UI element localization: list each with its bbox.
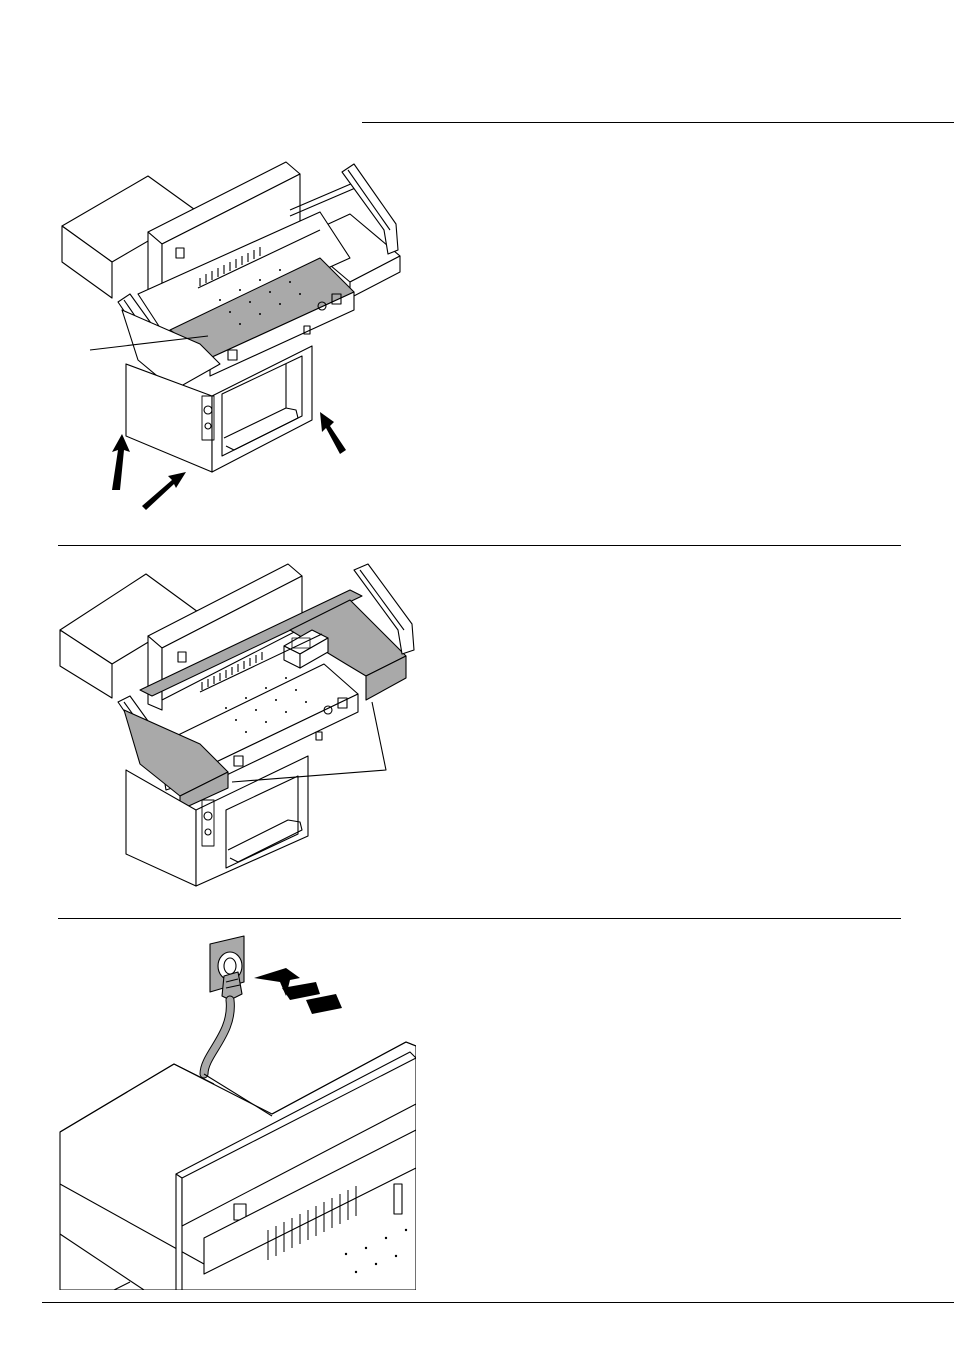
figure-power-plug xyxy=(54,934,416,1290)
figure-cutter-side-tables xyxy=(50,560,430,900)
figure-cutter-front-table xyxy=(50,150,430,520)
arrow-icon xyxy=(142,472,186,510)
top-rule xyxy=(362,122,954,123)
section-divider-1 xyxy=(58,545,901,546)
arrow-icon xyxy=(320,412,346,454)
plug-illustration xyxy=(59,935,416,1290)
cutter-illustration-1 xyxy=(61,161,401,510)
rear-bar-highlight xyxy=(139,589,363,697)
plug-icon xyxy=(217,951,243,1001)
bottom-rule xyxy=(42,1302,954,1303)
arrow-icon xyxy=(112,434,130,490)
arrow-icon xyxy=(254,968,342,1014)
section-divider-2 xyxy=(58,918,901,919)
cutter-illustration-2 xyxy=(59,563,415,887)
